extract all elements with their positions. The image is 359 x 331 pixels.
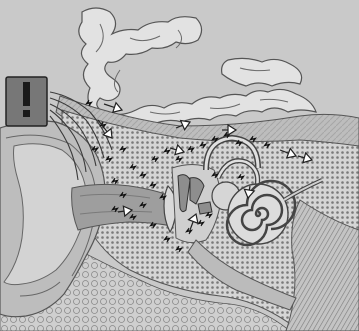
vibration-device-icon [6, 77, 47, 126]
cochlea-outer [228, 184, 288, 244]
arrow-shaft [249, 186, 250, 190]
stapes [198, 202, 212, 214]
device-mark-dot [23, 110, 30, 117]
device-mark-bar [23, 82, 30, 106]
